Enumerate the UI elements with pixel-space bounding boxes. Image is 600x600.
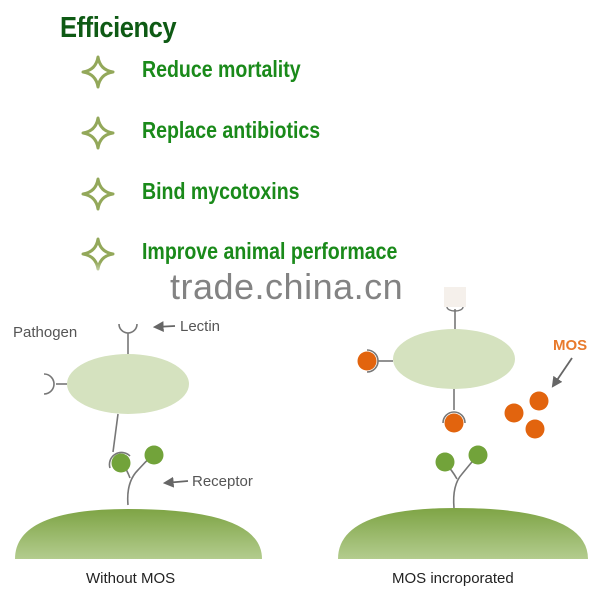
right-panel: MOS MOS incroporated bbox=[338, 287, 588, 587]
benefit-label: Replace antibiotics bbox=[142, 117, 321, 143]
cell-surface bbox=[15, 509, 262, 559]
left-caption: Without MOS bbox=[86, 570, 175, 587]
watermark: trade.china.cn bbox=[170, 266, 404, 307]
lectin-label: Lectin bbox=[180, 318, 220, 335]
receptor-ball bbox=[435, 452, 455, 472]
receptor-ball bbox=[111, 453, 131, 473]
mos-ball bbox=[529, 391, 549, 411]
receptor-arrow bbox=[162, 476, 189, 488]
benefit-item-improve-performance: Improve animal performace bbox=[80, 234, 397, 274]
benefit-item-replace-antibiotics: Replace antibiotics bbox=[80, 113, 320, 153]
pathogen-body bbox=[393, 329, 515, 389]
pathogen-label: Pathogen bbox=[13, 324, 77, 341]
lectin-bound bbox=[442, 411, 466, 424]
mos-ball bbox=[504, 403, 524, 423]
four-point-star-icon bbox=[81, 116, 115, 150]
left-panel: Pathogen Lectin Receptor Without MOS bbox=[13, 318, 262, 587]
mos-arrow bbox=[551, 357, 573, 388]
lectin-top bbox=[118, 323, 138, 334]
mos-ball bbox=[357, 351, 377, 371]
lectin-stalk bbox=[112, 413, 119, 453]
lectin-arrow bbox=[152, 321, 176, 332]
cell-surface bbox=[338, 508, 588, 559]
lectin-top-faded bbox=[444, 287, 466, 307]
lectin-bound bbox=[108, 451, 131, 469]
receptor-label: Receptor bbox=[192, 473, 253, 490]
lectin-side bbox=[366, 349, 379, 373]
benefit-label: Bind mycotoxins bbox=[142, 178, 300, 204]
receptor-ball bbox=[144, 445, 164, 465]
lectin-side bbox=[43, 373, 55, 395]
benefit-item-bind-mycotoxins: Bind mycotoxins bbox=[80, 174, 300, 214]
receptor-ball bbox=[468, 445, 488, 465]
benefit-item-reduce-mortality: Reduce mortality bbox=[80, 52, 301, 92]
right-caption: MOS incroporated bbox=[392, 570, 514, 587]
benefit-label: Improve animal performace bbox=[142, 238, 398, 264]
four-point-star-icon bbox=[81, 55, 115, 89]
pathogen-body bbox=[67, 354, 189, 414]
reflection-fade bbox=[90, 262, 440, 288]
mos-ball bbox=[525, 419, 545, 439]
benefit-label: Reduce mortality bbox=[142, 56, 301, 82]
mos-ball bbox=[444, 413, 464, 433]
page-title: Efficiency bbox=[60, 12, 177, 44]
four-point-star-icon bbox=[81, 177, 115, 211]
mos-label: MOS bbox=[553, 337, 587, 354]
